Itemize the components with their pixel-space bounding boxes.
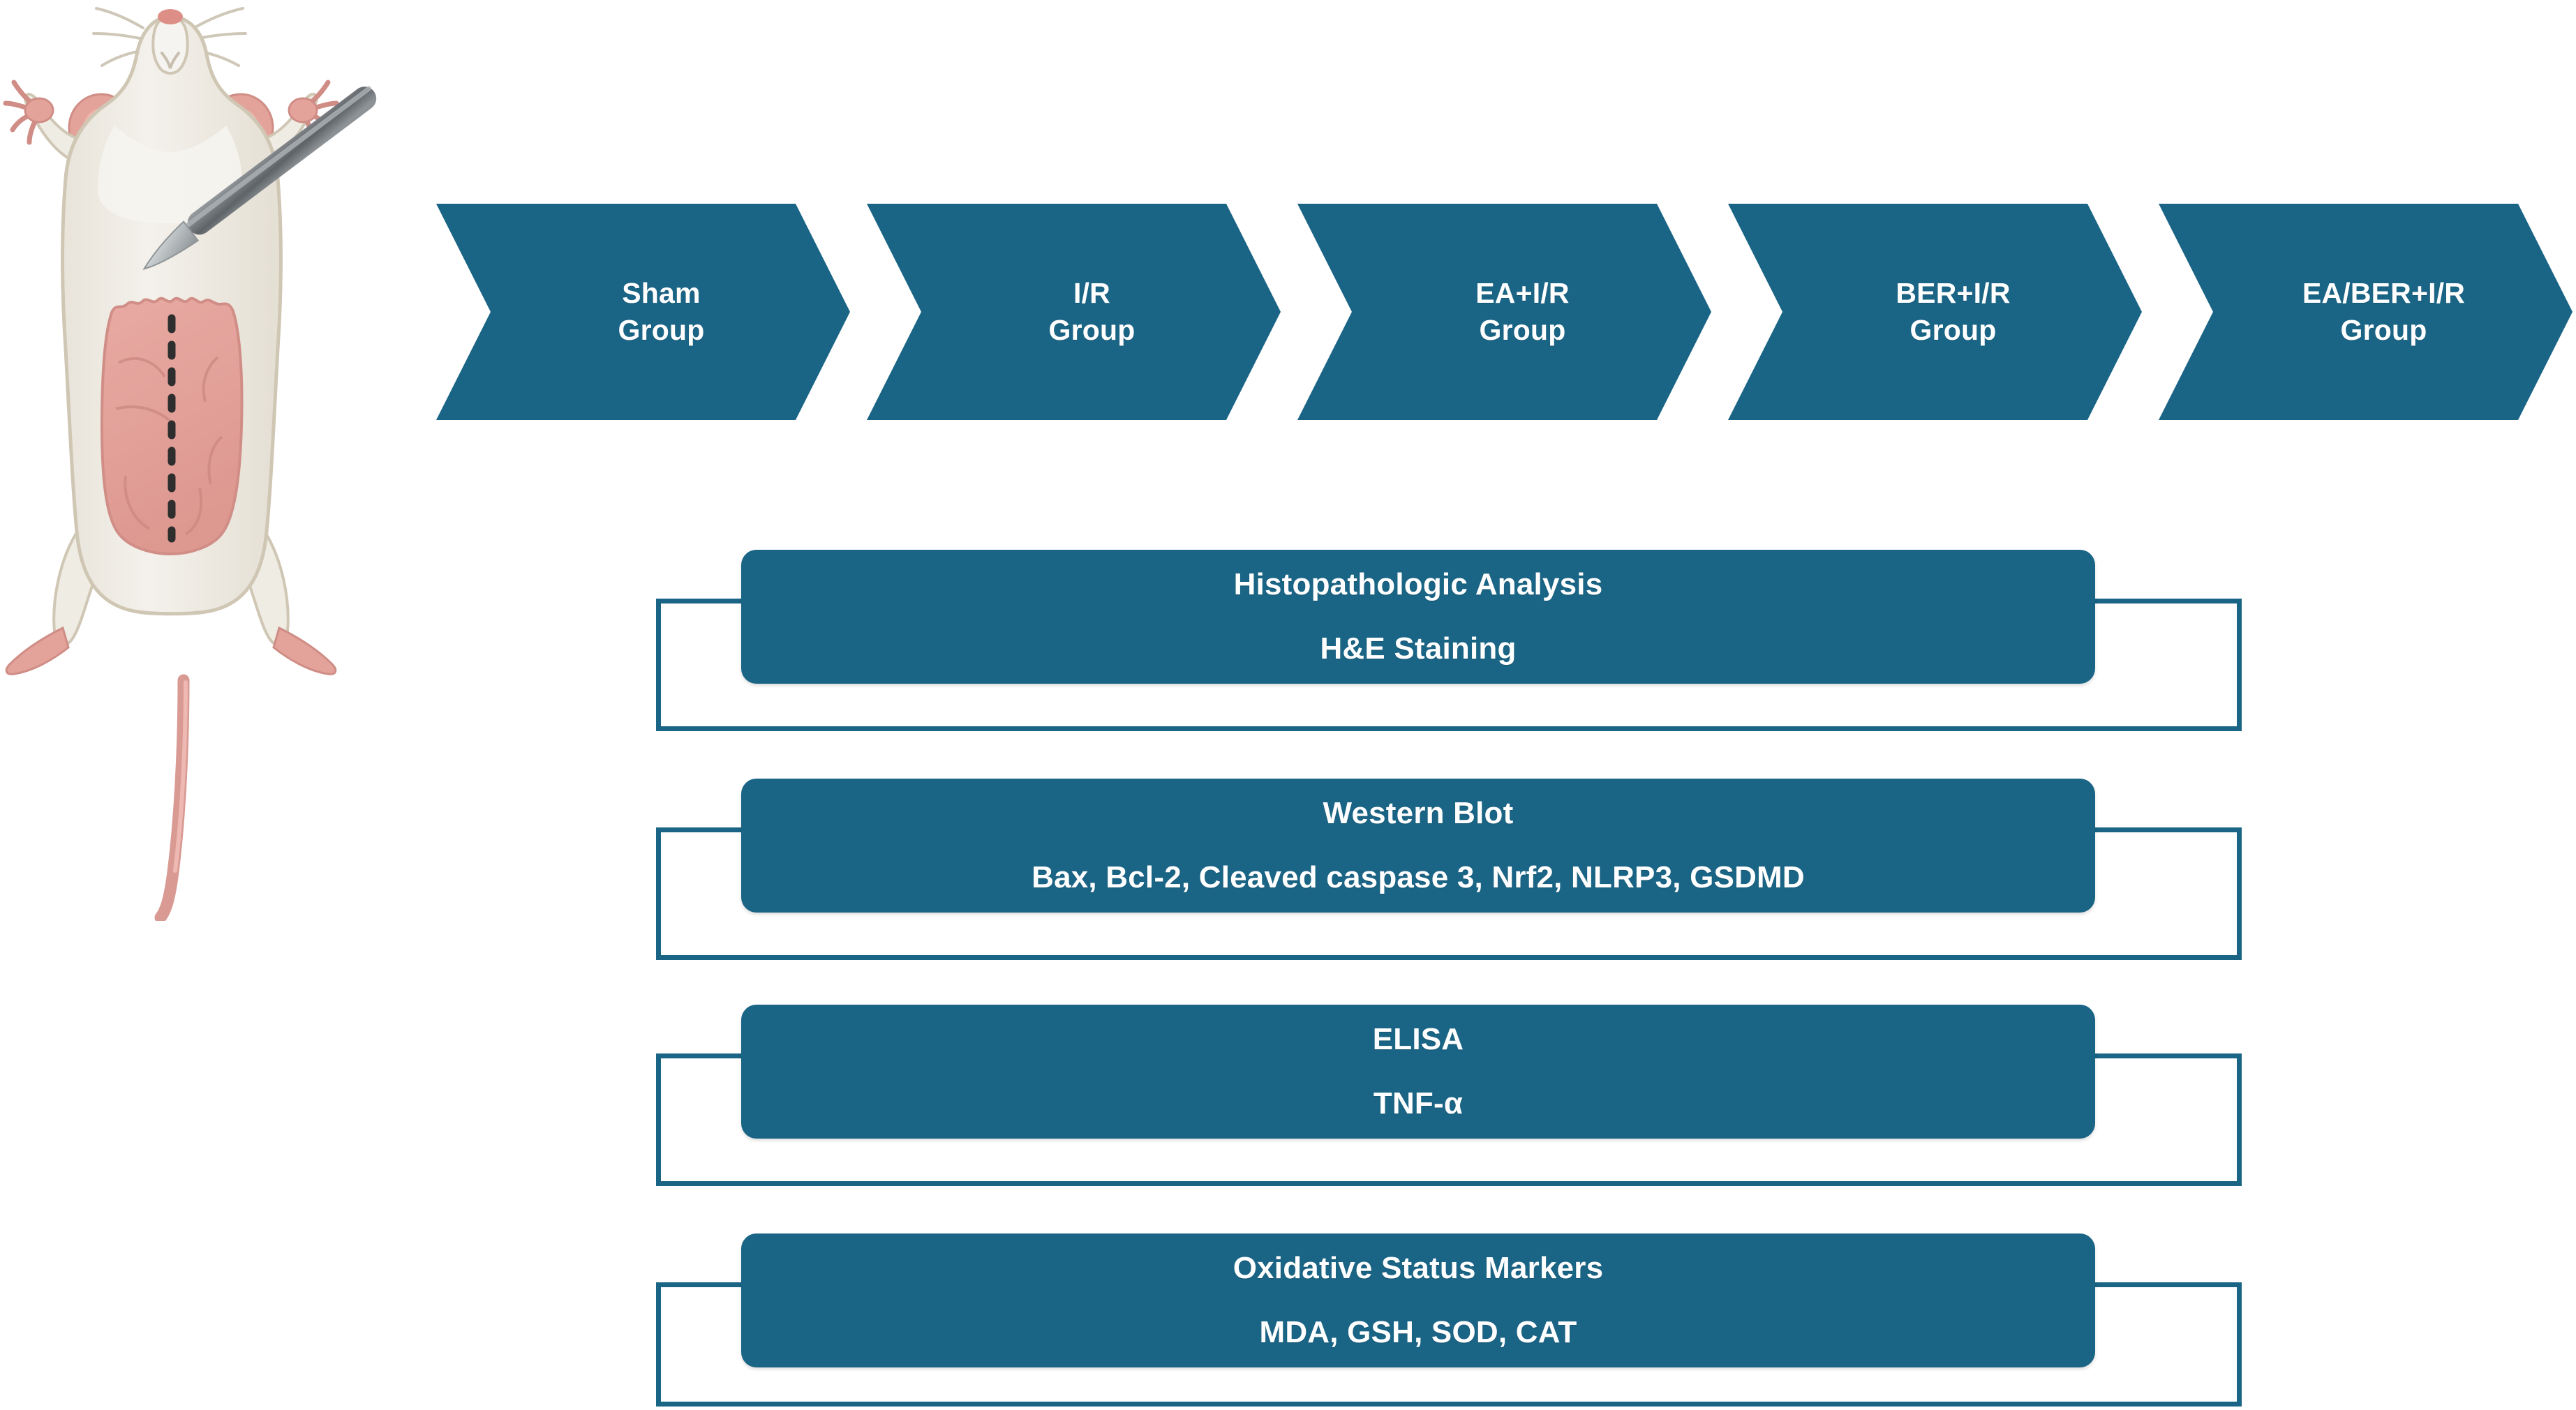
analysis-bracket-arm-right-elisa [2090,1053,2242,1058]
group-chevron-label-ea-ber-ir: EA/BER+I/R Group [2302,276,2466,346]
analysis-detail-histopathologic-analysis: H&E Staining [1320,631,1517,666]
analysis-title-western-blot: Western Blot [1323,796,1514,830]
group-chevron-ea-ir[interactable]: EA+I/R Group [1297,204,1711,420]
group-chevron-ir[interactable]: I/R Group [867,204,1281,420]
group-chevron-label-ea-ir: EA+I/R Group [1475,276,1570,346]
analysis-bracket-arm-right-histopathologic-analysis [2090,599,2242,603]
analysis-title-oxidative-status-markers: Oxidative Status Markers [1233,1251,1604,1285]
analysis-detail-western-blot: Bax, Bcl-2, Cleaved caspase 3, Nrf2, NLR… [1032,860,1805,894]
analysis-bracket-elisa [656,1053,2242,1186]
analysis-detail-elisa: TNF-α [1373,1086,1464,1120]
rat-open-abdomen [100,297,244,556]
group-chevron-label-ber-ir: BER+I/R Group [1896,276,2011,346]
analysis-bracket-arm-left-elisa [656,1053,747,1058]
rat-chest [98,126,243,223]
analysis-bracket-arm-left-western-blot [656,827,747,832]
rat-tail [154,674,190,924]
analysis-bracket-arm-left-histopathologic-analysis [656,599,747,603]
group-chevron-label-sham: Sham Group [618,276,705,346]
analysis-bracket-histopathologic-analysis [656,599,2242,731]
group-chevron-ea-ber-ir[interactable]: EA/BER+I/R Group [2159,204,2573,420]
analysis-bracket-oxidative-status-markers [656,1282,2242,1407]
analysis-detail-oxidative-status-markers: MDA, GSH, SOD, CAT [1259,1315,1577,1349]
group-chevron-sham[interactable]: Sham Group [436,204,850,420]
analysis-pill-elisa[interactable]: ELISA TNF-α [741,1005,2095,1139]
analysis-bracket-arm-left-oxidative-status-markers [656,1282,747,1287]
group-chevron-label-ir: I/R Group [1048,276,1136,346]
analysis-bracket-arm-right-western-blot [2090,827,2242,832]
scalpel-icon [142,86,377,270]
supine-rat-illustration [0,0,405,924]
group-chevron-ber-ir[interactable]: BER+I/R Group [1728,204,2142,420]
study-group-chevron-row: Sham Group I/R Group EA+I/R Group BER+I/R G… [436,204,2572,420]
analysis-title-histopathologic-analysis: Histopathologic Analysis [1233,567,1603,601]
rat-svg [3,7,377,924]
analysis-bracket-western-blot [656,827,2242,960]
analysis-bracket-arm-right-oxidative-status-markers [2090,1282,2242,1287]
rat-snout [151,9,189,75]
analysis-title-elisa: ELISA [1372,1022,1464,1056]
